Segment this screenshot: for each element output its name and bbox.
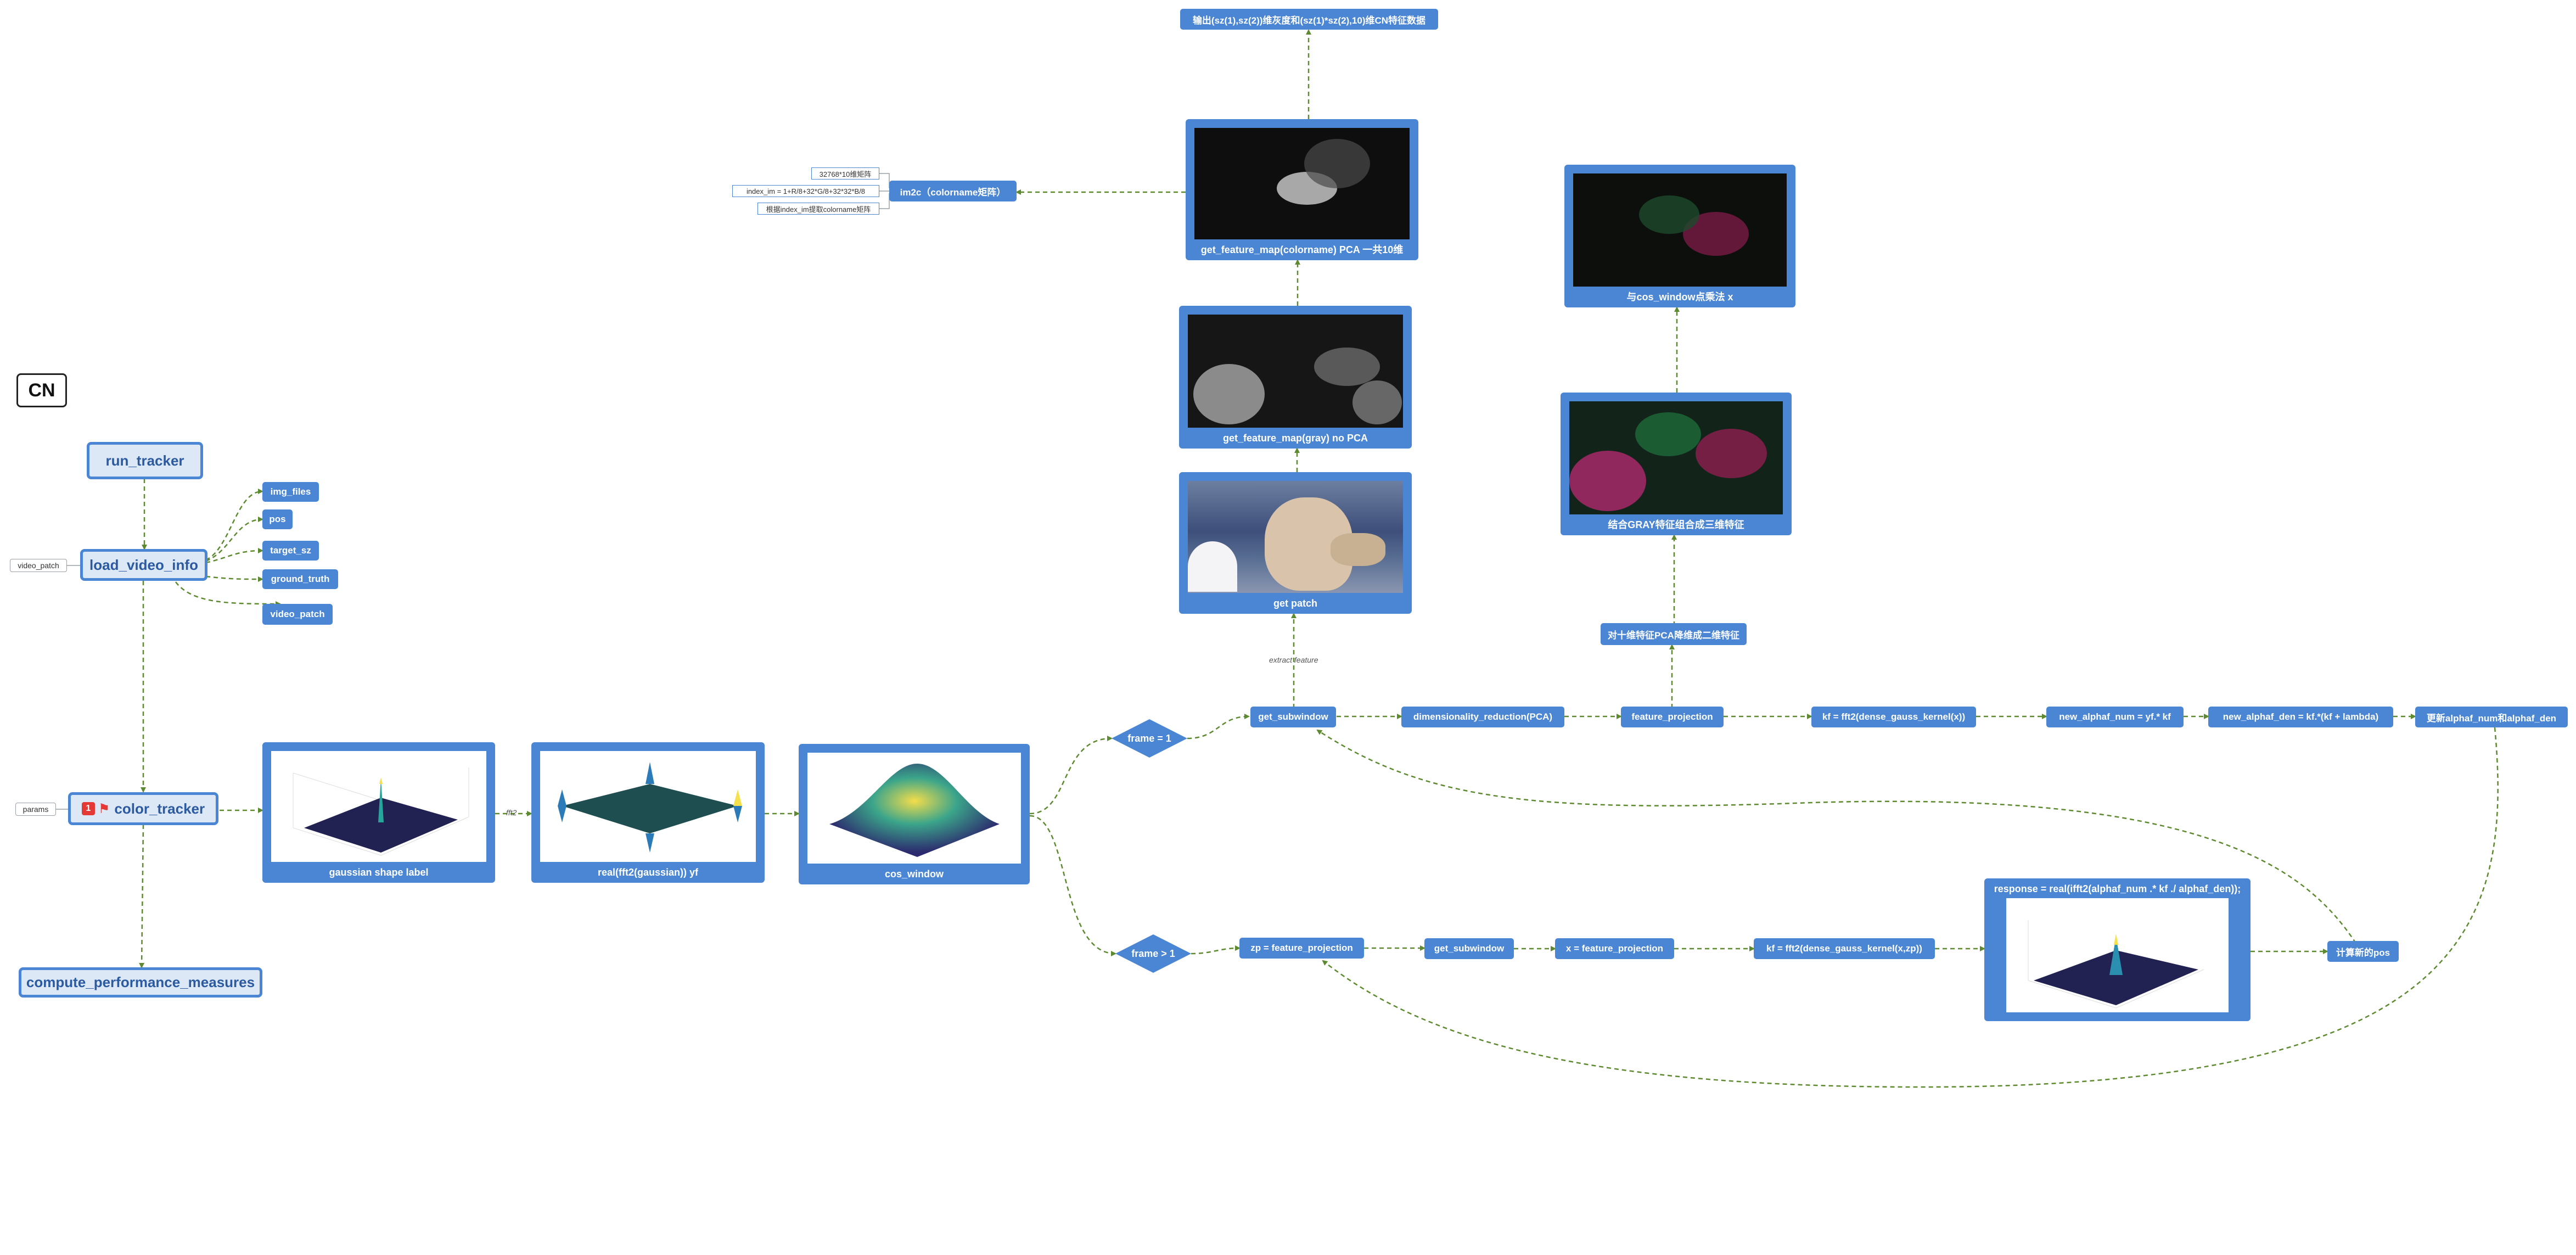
fft2-edge-label: fft2 — [506, 808, 517, 817]
im2c-note-extract: 根据index_im提取colorname矩阵 — [757, 203, 879, 215]
output-description-node[interactable]: 输出(sz(1),sz(2))维灰度和(sz(1)*sz(2),10)维CN特征… — [1180, 9, 1438, 30]
diagram-title: CN — [16, 373, 67, 407]
frame-greater-1-decision[interactable]: frame > 1 — [1115, 934, 1191, 973]
video-patch-input[interactable]: video_patch — [10, 559, 67, 572]
extract-feature-label: extract feature — [1269, 655, 1318, 664]
combined-feature-image — [1569, 401, 1783, 514]
kf-gauss-kernel-zp-node[interactable]: kf = fft2(dense_gauss_kernel(x,zp)) — [1754, 938, 1935, 959]
new-pos-node[interactable]: 计算新的pos — [2327, 941, 2399, 962]
feature-map-colorname-caption: get_feature_map(colorname) PCA 一共10维 — [1200, 244, 1404, 255]
edge-cos-to-frame1 — [1029, 736, 1113, 815]
get-subwindow-node[interactable]: get_subwindow — [1250, 707, 1336, 727]
patch-image — [1188, 481, 1403, 593]
gray-blob — [1352, 380, 1402, 424]
feature-projection-node[interactable]: feature_projection — [1621, 707, 1724, 727]
response-card[interactable]: response = real(ifft2(alphaf_num .* kf .… — [1984, 878, 2251, 1021]
diamond-shape — [1112, 719, 1187, 758]
im2c-note-matrix-size: 32768*10维矩阵 — [811, 167, 879, 180]
magenta-blob — [1696, 429, 1767, 478]
fft-gaussian-caption: real(fft2(gaussian)) yf — [597, 867, 699, 878]
cos-window-multiply-caption: 与cos_window点乘法 x — [1626, 292, 1733, 302]
new-alphaf-den-node[interactable]: new_alphaf_den = kf.*(kf + lambda) — [2208, 707, 2393, 727]
run-tracker-node[interactable]: run_tracker — [87, 442, 203, 479]
new-alphaf-num-node[interactable]: new_alphaf_num = yf.* kf — [2046, 707, 2184, 727]
flag-icon: ⚑ — [98, 801, 110, 816]
green-blob — [1639, 195, 1699, 234]
response-plot-image — [2006, 898, 2229, 1012]
diamond-shape — [1115, 934, 1191, 973]
im2c-note-index-formula: index_im = 1+R/8+32*G/8+32*32*B/8 — [732, 185, 879, 197]
edge-load-ground-truth — [205, 575, 263, 582]
x-feature-projection-node[interactable]: x = feature_projection — [1555, 938, 1674, 959]
gaussian-shape-label-caption: gaussian shape label — [329, 867, 429, 878]
kf-gauss-kernel-node[interactable]: kf = fft2(dense_gauss_kernel(x)) — [1811, 707, 1976, 727]
pca-2d-node[interactable]: 对十维特征PCA降维成二维特征 — [1601, 623, 1747, 645]
gaussian-shape-label-card[interactable]: gaussian shape label — [262, 742, 495, 883]
img-files-node[interactable]: img_files — [262, 482, 319, 502]
load-video-info-node[interactable]: load_video_info — [80, 549, 207, 581]
colorname-blob — [1304, 139, 1370, 188]
params-input[interactable]: params — [15, 803, 56, 816]
fft-surface — [558, 762, 742, 853]
gaussian-peak-surface — [293, 767, 469, 856]
cos-window-card[interactable]: cos_window — [799, 744, 1030, 884]
cos-window-multiply-card[interactable]: 与cos_window点乘法 x — [1564, 165, 1795, 307]
feature-map-colorname-card[interactable]: get_feature_map(colorname) PCA 一共10维 — [1186, 119, 1418, 260]
ground-truth-node[interactable]: ground_truth — [262, 569, 338, 589]
combine-gray-caption: 结合GRAY特征组合成三维特征 — [1608, 519, 1744, 530]
edge-frame1-to-subwindow — [1187, 714, 1250, 739]
green-blob — [1635, 412, 1701, 456]
edge-im2c-note-3 — [879, 193, 890, 209]
response-caption: response = real(ifft2(alphaf_num .* kf .… — [1994, 883, 2241, 894]
feature-map-gray-card[interactable]: get_feature_map(gray) no PCA — [1179, 306, 1412, 449]
edge-load-target-sz — [205, 548, 263, 564]
color-tracker-label: color_tracker — [114, 800, 205, 817]
edge-color-to-compute — [139, 824, 145, 968]
edge-load-pos — [205, 517, 263, 562]
magenta-blob — [1569, 451, 1646, 511]
colorname-feature-image — [1194, 128, 1410, 239]
dimensionality-reduction-node[interactable]: dimensionality_reduction(PCA) — [1401, 707, 1564, 727]
cos-window-surface — [829, 764, 1000, 857]
edge-cos-to-frame2 — [1029, 815, 1116, 956]
priority-badge: 1 — [81, 802, 95, 815]
edge-im2c-note-1 — [879, 173, 890, 188]
get-subwindow-bottom-node[interactable]: get_subwindow — [1424, 938, 1514, 959]
get-patch-caption: get patch — [1273, 598, 1317, 609]
edge-update-to-zp — [1322, 727, 2499, 1088]
gray-feature-image — [1188, 315, 1403, 428]
snow-shape — [1188, 541, 1237, 592]
im2c-node[interactable]: im2c（colorname矩阵） — [889, 181, 1017, 201]
frame-greater-1-label: frame > 1 — [1131, 948, 1175, 959]
response-surface — [2028, 920, 2204, 1009]
compute-performance-measures-node[interactable]: compute_performance_measures — [19, 967, 262, 998]
edge-newpos-to-subwindow — [1316, 729, 2357, 944]
cos-window-caption: cos_window — [884, 869, 944, 879]
zp-feature-projection-node[interactable]: zp = feature_projection — [1239, 938, 1364, 959]
combine-gray-card[interactable]: 结合GRAY特征组合成三维特征 — [1561, 393, 1792, 535]
get-patch-card[interactable]: get patch — [1179, 472, 1412, 614]
edge-frame2-to-zp — [1191, 945, 1241, 955]
gaussian-plot-image — [271, 751, 486, 862]
edge-load-video-patch — [175, 581, 281, 607]
update-alphaf-node[interactable]: 更新alphaf_num和alphaf_den — [2415, 707, 2568, 727]
feature-map-gray-caption: get_feature_map(gray) no PCA — [1222, 433, 1368, 444]
fft-gaussian-card[interactable]: real(fft2(gaussian)) yf — [531, 742, 765, 883]
edge-load-img-files — [205, 489, 263, 561]
fft-gaussian-image — [540, 751, 756, 862]
video-patch-node[interactable]: video_patch — [262, 604, 333, 625]
frame-equals-1-decision[interactable]: frame = 1 — [1112, 719, 1187, 758]
gray-blob — [1314, 348, 1380, 386]
frame-equals-1-label: frame = 1 — [1127, 732, 1171, 744]
pos-node[interactable]: pos — [262, 509, 293, 529]
gray-blob — [1193, 364, 1265, 424]
target-sz-node[interactable]: target_sz — [262, 541, 319, 561]
color-tracker-node[interactable]: 1 ⚑ color_tracker — [68, 792, 218, 825]
windowed-feature-image — [1573, 173, 1787, 287]
deer-nose-shape — [1331, 533, 1385, 566]
cos-window-image — [807, 753, 1021, 864]
